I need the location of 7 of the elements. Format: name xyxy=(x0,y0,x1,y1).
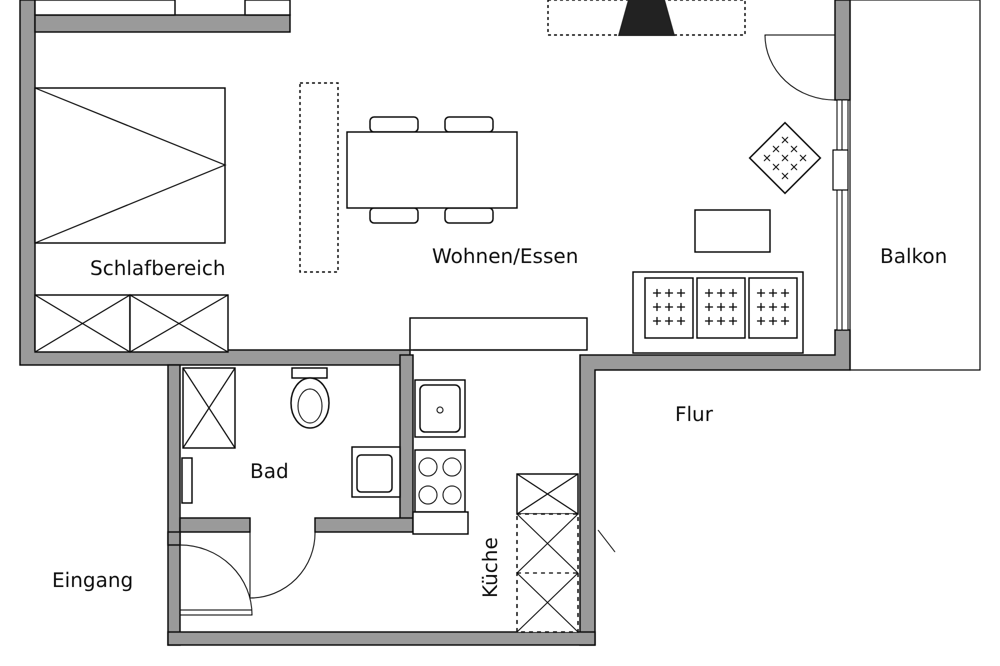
room-label: Balkon xyxy=(880,246,948,266)
room-label: Eingang xyxy=(52,570,134,590)
room-label: Flur xyxy=(675,404,713,424)
room-label: Wohnen/Essen xyxy=(432,246,578,266)
room-label: Schlafbereich xyxy=(90,258,226,278)
room-label: Küche xyxy=(480,537,500,598)
room-label: Bad xyxy=(250,461,289,481)
